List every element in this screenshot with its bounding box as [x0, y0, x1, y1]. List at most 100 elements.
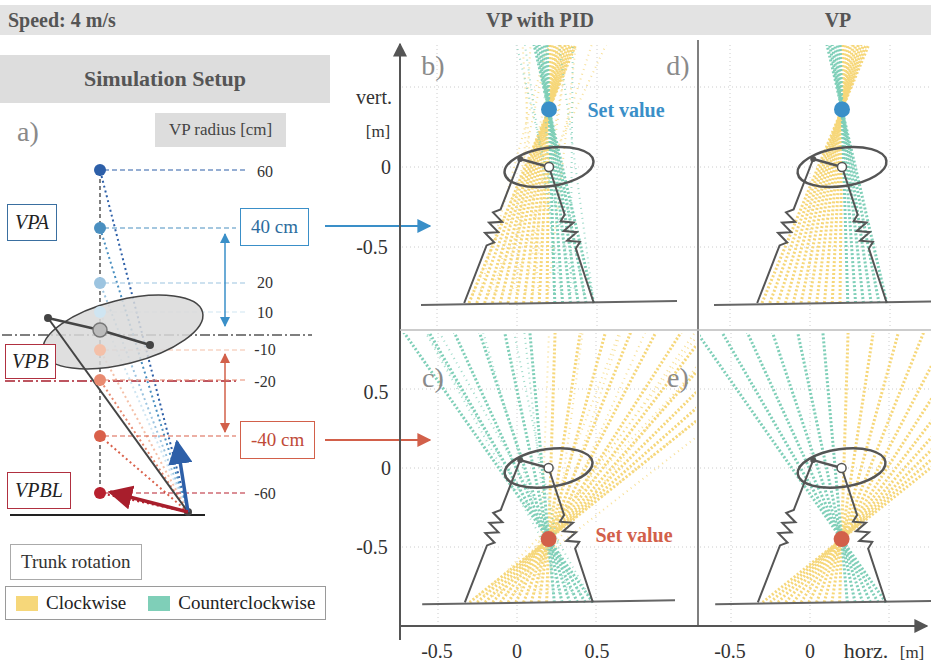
force-line: [100, 228, 188, 512]
axis-label: -0.5: [714, 641, 746, 661]
panel-divider: [400, 329, 931, 331]
grid-line: [597, 45, 598, 328]
grid-line: [730, 45, 731, 328]
force-ray-scatter: [485, 45, 696, 303]
grid-line: [810, 333, 811, 624]
axis-label: 0.5: [585, 641, 610, 661]
shoulder-joint: [810, 156, 816, 162]
axis-label: 0: [805, 641, 815, 661]
force-ray: [778, 333, 931, 602]
force-ray-scatter: [477, 45, 540, 303]
force-ray: [470, 333, 696, 602]
vp-point: [94, 277, 106, 289]
pointer-arrow-red: [325, 439, 430, 441]
force-ray: [817, 45, 931, 303]
force-ray: [402, 45, 586, 303]
force-ray-scatter: [461, 45, 594, 303]
set-value-label: Set value: [592, 524, 675, 546]
axis-label: vert.: [356, 87, 392, 107]
axis-label: 20: [257, 275, 273, 291]
force-ray-scatter: [500, 45, 696, 303]
axis-label: 0: [381, 458, 391, 478]
grid-line: [700, 87, 931, 88]
grid-line: [517, 333, 518, 624]
node-text: VPA: [15, 211, 49, 234]
force-ray: [700, 333, 886, 602]
panel-letter: e): [667, 364, 689, 392]
set-value-dot: [541, 531, 557, 547]
horizontal-axis: [400, 625, 927, 627]
range-bracket-red: [224, 354, 226, 432]
header-band: Speed: 4 m/sVP with PIDVP: [0, 5, 931, 35]
legend-swatch: [148, 596, 170, 611]
simulation-panel: [700, 45, 931, 328]
vp-point: [94, 306, 106, 318]
force-ray-scatter: [402, 333, 585, 602]
axis-label: -60: [254, 486, 275, 502]
force-ray-scatter: [519, 333, 554, 602]
panel-letter: a): [17, 118, 39, 146]
trunk-ellipse: [502, 443, 595, 493]
node-text: VP with PID: [486, 9, 594, 32]
panel-letter: c): [422, 364, 444, 392]
hip-joint: [545, 163, 554, 172]
legend-item: Clockwise: [16, 592, 126, 614]
force-ray: [793, 333, 931, 602]
force-ray: [524, 333, 649, 602]
trunk-ellipse: [502, 142, 596, 192]
node-text: VP: [825, 9, 852, 32]
force-ray: [817, 333, 931, 602]
force-ray: [500, 45, 696, 303]
node-text: Simulation Setup: [84, 66, 246, 91]
axis-label: -20: [254, 374, 275, 390]
node-text: VP radius [cm]: [169, 120, 272, 140]
axis-label: horz.: [844, 640, 889, 662]
ground-line: [10, 514, 205, 516]
force-ray: [464, 333, 570, 602]
force-ray: [700, 333, 878, 602]
legend-swatch: [16, 596, 38, 611]
vp-point: [94, 222, 106, 234]
panel-letter: b): [421, 52, 444, 80]
axis-label: 10: [257, 305, 273, 321]
force-ray-scatter: [477, 45, 696, 303]
force-ray: [500, 333, 696, 602]
force-ray: [508, 45, 696, 303]
range-bracket-blue: [224, 234, 226, 326]
spring-leg: [842, 167, 887, 303]
grid-line: [700, 247, 931, 248]
joint-dot: [44, 314, 52, 322]
force-ray: [824, 333, 911, 602]
node-text: 40 cm: [251, 216, 298, 238]
shoulder-joint: [517, 457, 523, 463]
legend-text: Clockwise: [46, 592, 126, 614]
force-ray: [793, 45, 931, 303]
vp-label-box: VPB: [5, 344, 56, 379]
force-ray: [756, 45, 863, 303]
node-text: -40 cm: [251, 429, 304, 451]
force-ray: [402, 333, 593, 602]
force-ray: [763, 333, 931, 602]
node-text: VPBL: [15, 479, 63, 502]
axis-label: -10: [254, 342, 275, 358]
node-text: VPB: [12, 350, 49, 373]
vp-point: [94, 164, 106, 176]
joint-dot: [146, 341, 154, 349]
force-ray-scatter: [531, 45, 669, 303]
spring-leg: [549, 167, 594, 303]
axis-label: 0: [381, 157, 391, 177]
force-line: [100, 436, 188, 512]
legend-title-box: Trunk rotation: [10, 544, 142, 580]
section-title: Simulation Setup: [0, 55, 330, 103]
setup-illustration: [2, 164, 430, 516]
grid-line: [890, 45, 891, 328]
force-arrow-red: [110, 492, 188, 512]
force-ray: [801, 45, 931, 303]
force-ray: [531, 333, 618, 602]
simulation-panel: [402, 45, 696, 328]
panel-letter: d): [666, 52, 689, 80]
force-ray: [469, 45, 696, 303]
force-ray-scatter: [469, 45, 696, 303]
axis-label: [m]: [900, 644, 925, 661]
hip-joint: [93, 323, 107, 337]
